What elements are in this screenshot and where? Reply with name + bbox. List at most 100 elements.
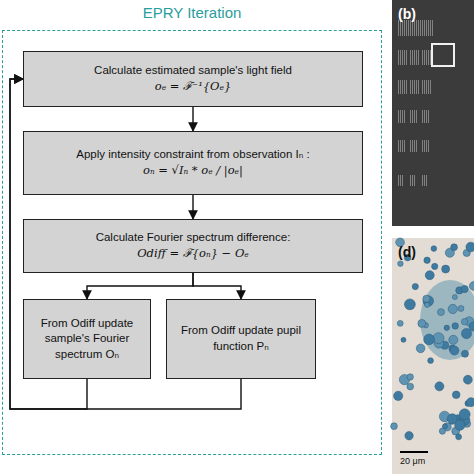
target-bar <box>398 50 399 65</box>
cell <box>448 304 457 313</box>
target-bar <box>424 80 425 94</box>
target-bar <box>414 140 415 152</box>
cell <box>463 375 472 384</box>
cell <box>449 335 458 344</box>
target-bar <box>410 110 411 123</box>
iteration-group: EPRY IterationCalculate estimated sample… <box>2 30 382 455</box>
bright-square <box>432 44 454 66</box>
target-bar <box>422 140 423 152</box>
target-bar <box>404 50 405 65</box>
target-bar <box>428 80 429 94</box>
process-box: From Odiff update sample's Fourier spect… <box>23 299 151 379</box>
target-bar <box>400 80 401 94</box>
target-bar <box>400 175 401 186</box>
cell <box>404 299 415 310</box>
flow-arrow <box>192 195 193 219</box>
cell <box>442 265 450 273</box>
cell <box>398 261 404 267</box>
cell <box>401 337 406 342</box>
target-bar <box>426 50 427 65</box>
cell <box>466 242 474 252</box>
cell <box>412 283 418 289</box>
target-bar <box>424 175 425 186</box>
target-bar <box>420 20 421 36</box>
cell <box>394 391 403 400</box>
cell <box>424 334 435 345</box>
formula: oₙ = √Iₙ * oₑ / |oₑ| <box>143 163 243 179</box>
target-bar <box>398 20 399 36</box>
target-bar <box>398 110 399 123</box>
flow-arrow <box>192 107 193 131</box>
target-bar <box>406 50 407 65</box>
target-bar <box>404 80 405 94</box>
box-text: From Odiff update pupil function Pₙ <box>173 323 309 354</box>
target-bar <box>428 110 429 123</box>
cell <box>461 328 471 338</box>
target-bar <box>414 175 415 186</box>
cell-image <box>391 238 474 440</box>
target-bar <box>402 175 403 186</box>
target-bar <box>422 20 423 36</box>
cell <box>458 305 464 311</box>
cell <box>456 434 462 440</box>
process-box: Apply intensity constraint from observat… <box>23 131 363 195</box>
box-text: From Odiff update sample's Fourier spect… <box>30 316 144 363</box>
target-bar <box>414 80 415 94</box>
box-text: Apply intensity constraint from observat… <box>76 147 309 163</box>
target-bar <box>404 140 405 152</box>
cell <box>424 257 430 263</box>
cell-cluster <box>420 280 474 360</box>
cell <box>431 246 437 252</box>
target-bar <box>416 80 417 94</box>
cell <box>469 322 474 331</box>
cell <box>469 282 474 291</box>
target-bar <box>424 50 425 65</box>
target-bar <box>410 140 411 152</box>
flow-arrow <box>193 273 241 299</box>
target-bar <box>428 20 429 36</box>
cell <box>461 318 467 324</box>
target-bar <box>402 140 403 152</box>
target-bar <box>430 80 431 94</box>
cell <box>425 302 430 307</box>
target-bar <box>418 80 419 94</box>
target-bar <box>406 20 407 36</box>
cell <box>416 344 425 353</box>
target-bar <box>402 20 403 36</box>
panel-label: (d) <box>398 244 416 260</box>
target-bar <box>424 140 425 152</box>
scale-label: 20 μm <box>400 456 425 466</box>
cell <box>428 358 434 364</box>
target-bar <box>426 110 427 123</box>
cell <box>435 382 444 391</box>
cell <box>452 295 457 300</box>
group-title: EPRY Iteration <box>3 4 381 21</box>
cell <box>444 325 449 330</box>
cell <box>405 432 413 440</box>
formula: oₑ = ℱ⁻¹{Oₑ} <box>155 79 232 95</box>
target-bar <box>412 80 413 94</box>
cell <box>425 271 434 280</box>
cell <box>418 319 426 327</box>
target-bar <box>428 50 429 65</box>
target-bar <box>414 110 415 123</box>
target-bar <box>398 175 399 186</box>
process-box: From Odiff update pupil function Pₙ <box>166 299 316 379</box>
target-bar <box>410 175 411 186</box>
target-bar <box>426 175 427 186</box>
target-bar <box>398 140 399 152</box>
target-bar <box>412 50 413 65</box>
process-box: Calculate Fourier spectrum difference:Od… <box>23 219 363 273</box>
target-bar <box>412 175 413 186</box>
target-bar <box>426 140 427 152</box>
flow-arrow <box>87 273 193 299</box>
target-bar <box>400 20 401 36</box>
target-bar <box>426 80 427 94</box>
target-bar <box>410 80 411 94</box>
process-box: Calculate estimated sample's light field… <box>23 51 363 107</box>
box-text: Calculate estimated sample's light field <box>94 63 292 79</box>
target-bar <box>404 110 405 123</box>
target-bar <box>414 20 415 36</box>
formula: Odiff = ℱ{oₙ} − Oₑ <box>137 246 249 262</box>
